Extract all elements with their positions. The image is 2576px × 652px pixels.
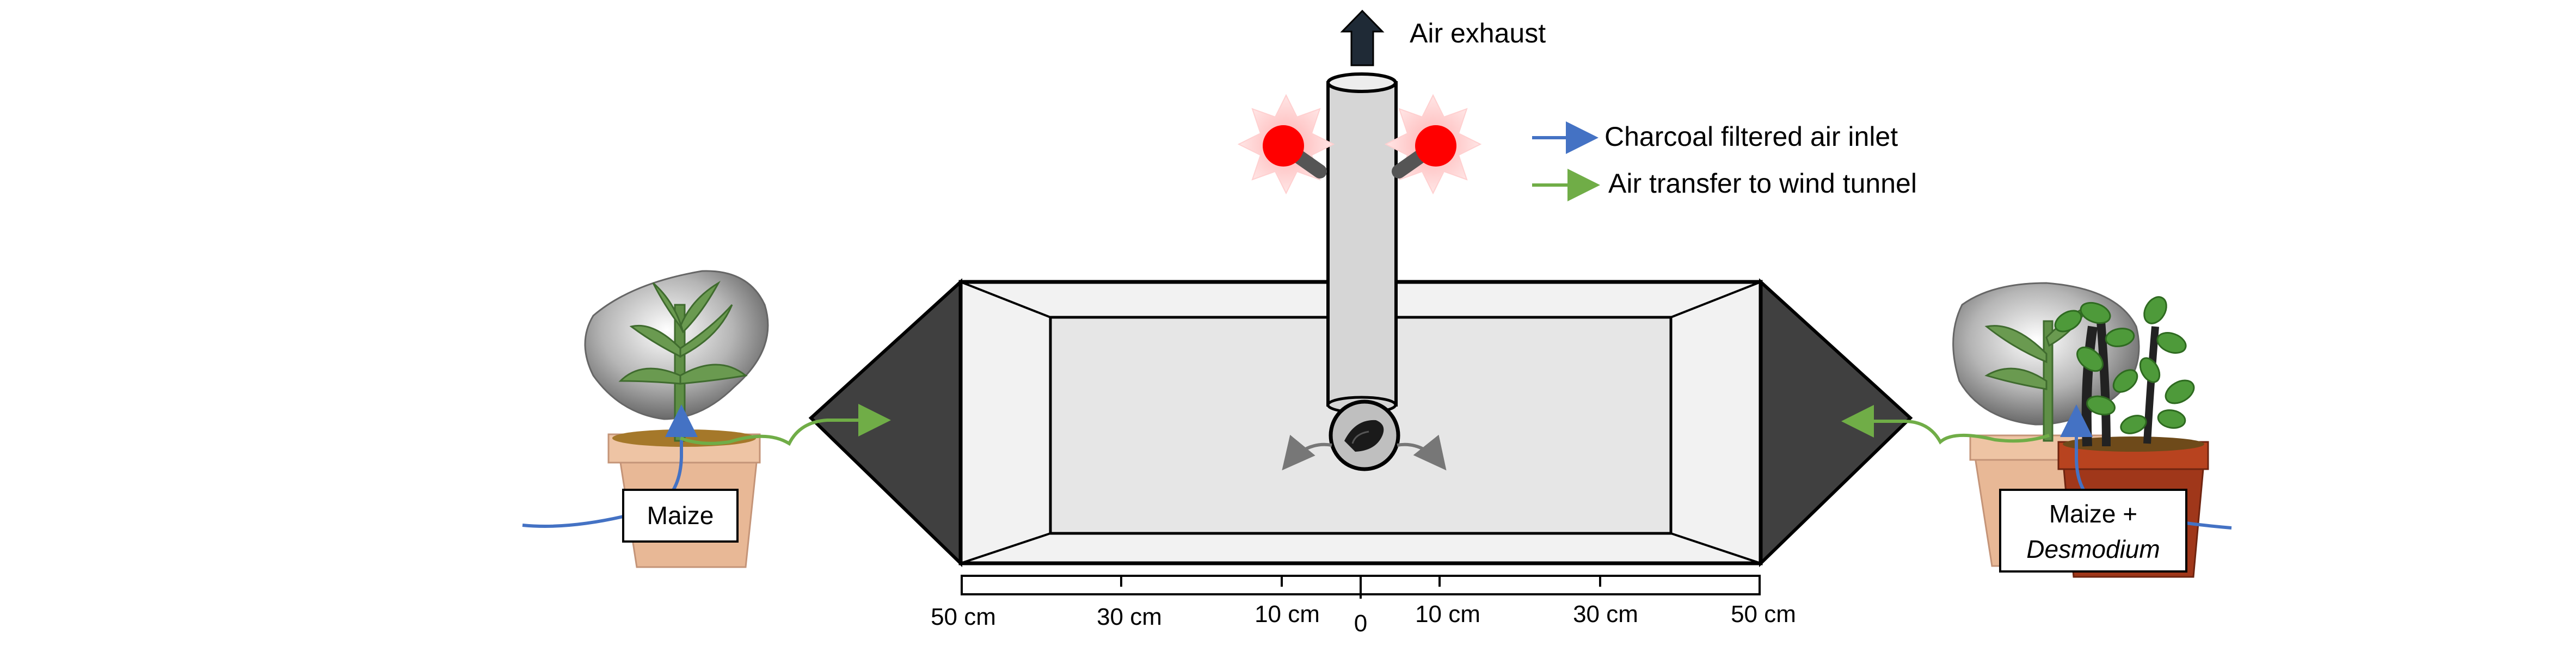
legend-inlet-label: Charcoal filtered air inlet xyxy=(1604,121,1898,152)
tunnel-left-funnel xyxy=(808,278,962,568)
desmodium-icon xyxy=(2054,296,2195,447)
airflow-arrow-right xyxy=(1397,434,1447,471)
scale-tick-label: 50 cm xyxy=(1731,601,1796,628)
maize-desmodium-label-line2: Desmodium xyxy=(2026,535,2160,563)
maize-desmodium-label-line1: Maize + xyxy=(2049,500,2137,528)
scale-tick-label: 10 cm xyxy=(1255,601,1320,628)
red-light-left xyxy=(1237,94,1335,195)
maize-label: Maize xyxy=(647,501,714,530)
transfer-air-path-right xyxy=(1841,405,2050,445)
release-chamber xyxy=(1282,399,1447,471)
legend-transfer-label: Air transfer to wind tunnel xyxy=(1608,168,1917,199)
up-arrow-icon xyxy=(1340,9,1385,66)
scale-tick-label: 0 xyxy=(1354,610,1367,637)
maize-desmodium-plant: Maize + Desmodium xyxy=(1841,282,2232,578)
transfer-air-path-left xyxy=(679,404,891,446)
exhaust-pipe xyxy=(1326,72,1398,414)
air-exhaust-arrow xyxy=(1340,9,1385,66)
maize-plant: Maize xyxy=(522,270,891,568)
airflow-arrow-left xyxy=(1282,434,1332,471)
moth-icon xyxy=(1344,420,1384,452)
scale-bar: 50 cm 30 cm 10 cm 0 10 cm 30 cm 50 cm xyxy=(931,575,1796,637)
red-light-right xyxy=(1384,94,1482,195)
scale-tick-label: 10 cm xyxy=(1415,601,1480,628)
maize-label-box xyxy=(622,489,739,543)
air-exhaust-label: Air exhaust xyxy=(1410,18,1546,48)
scale-tick-label: 30 cm xyxy=(1097,604,1162,630)
scale-tick-label: 50 cm xyxy=(931,604,996,630)
legend: Charcoal filtered air inlet Air transfer… xyxy=(1532,121,1917,201)
scale-tick-label: 30 cm xyxy=(1573,601,1638,628)
maize-desmodium-label-box xyxy=(1999,489,2187,573)
